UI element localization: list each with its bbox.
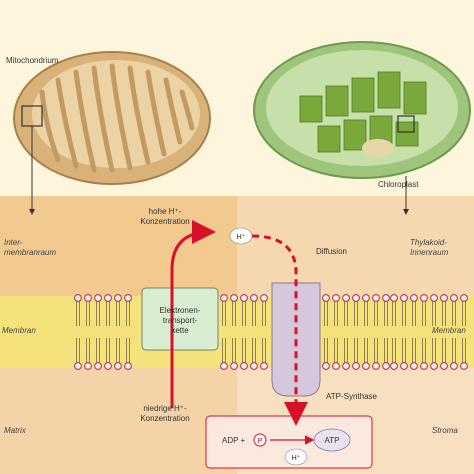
lipid-head xyxy=(390,362,398,370)
lipid-head xyxy=(104,294,112,302)
high-concentration-label-2: Konzentration xyxy=(140,217,190,226)
proton-diffusion-arrow xyxy=(251,234,308,426)
chloroplast-illustration xyxy=(253,41,471,179)
lipid-head xyxy=(460,294,468,302)
phosphate-label: P xyxy=(257,436,263,445)
lipid-head xyxy=(240,294,248,302)
lipid-head xyxy=(114,362,122,370)
matrix-label: Matrix xyxy=(4,426,26,435)
lipid-head xyxy=(230,362,238,370)
lipid-head xyxy=(420,362,428,370)
lipid-head xyxy=(382,294,390,302)
lipid-head xyxy=(260,362,268,370)
lipid-head xyxy=(74,362,82,370)
intermembrane-label-2: membranraum xyxy=(4,248,57,257)
lipid-head xyxy=(460,362,468,370)
lipid-head xyxy=(94,362,102,370)
chloroplast-label: Chloroplast xyxy=(378,180,419,189)
diffusion-label: Diffusion xyxy=(316,247,347,256)
lipid-head xyxy=(450,294,458,302)
proton-pump-arrow xyxy=(170,220,216,408)
adp-label: ADP + xyxy=(222,436,246,445)
lipid-head xyxy=(372,294,380,302)
mitochondrion-illustration xyxy=(13,51,211,185)
proton-bottom-bubble xyxy=(284,448,308,466)
high-concentration-label-1: hohe H⁺- xyxy=(148,207,182,216)
etc-label-1: Elektronen- xyxy=(159,306,201,315)
etc-label-3: kette xyxy=(171,326,189,335)
lipid-head xyxy=(430,362,438,370)
low-concentration-label-1: niedrige H⁺- xyxy=(143,404,187,413)
lipid-head xyxy=(400,362,408,370)
lipid-head xyxy=(362,362,370,370)
lipid-head xyxy=(390,294,398,302)
lipid-head xyxy=(240,362,248,370)
lipid-head xyxy=(220,294,228,302)
mitochondrium-label: Mitochondrium xyxy=(6,56,59,65)
lipid-head xyxy=(74,294,82,302)
lipid-head xyxy=(94,294,102,302)
etc-label-2: transport- xyxy=(162,316,198,325)
atp-label: ATP xyxy=(324,436,340,445)
membrane-band xyxy=(0,296,474,368)
lipid-head xyxy=(250,294,258,302)
lipid-head xyxy=(352,362,360,370)
phosphate-circle xyxy=(253,433,267,447)
left-membrane-label: Membran xyxy=(2,326,36,335)
lipid-head xyxy=(342,294,350,302)
electron-transport-chain-box xyxy=(141,287,219,351)
proton-top-label: H⁺ xyxy=(236,232,246,241)
right-membrane-label: Membran xyxy=(432,326,466,335)
lipid-head xyxy=(440,362,448,370)
lipid-head xyxy=(114,294,122,302)
thylakoid-label-1: Thylakoid- xyxy=(410,238,447,247)
lipid-head xyxy=(420,294,428,302)
thylakoid-label-2: Innenraum xyxy=(410,248,449,257)
low-concentration-label-2: Konzentration xyxy=(140,414,190,423)
intermembrane-label-1: Inter- xyxy=(4,238,23,247)
lipid-head xyxy=(342,362,350,370)
lipid-head xyxy=(84,362,92,370)
lipid-head xyxy=(430,294,438,302)
proton-bottom-label: H⁺ xyxy=(291,453,301,462)
phospholipid-bilayer xyxy=(74,294,468,370)
lipid-head xyxy=(322,362,330,370)
lipid-head xyxy=(220,362,228,370)
lipid-head xyxy=(332,294,340,302)
lipid-head xyxy=(332,362,340,370)
lipid-head xyxy=(362,294,370,302)
lipid-head xyxy=(450,362,458,370)
lipid-head xyxy=(410,294,418,302)
lipid-head xyxy=(260,294,268,302)
lipid-head xyxy=(322,294,330,302)
lipid-head xyxy=(400,294,408,302)
lipid-head xyxy=(250,362,258,370)
lipid-head xyxy=(352,294,360,302)
lipid-head xyxy=(372,362,380,370)
atp-synthase-label: ATP-Synthase xyxy=(326,392,377,401)
lipid-head xyxy=(104,362,112,370)
lipid-head xyxy=(84,294,92,302)
lipid-head xyxy=(124,294,132,302)
stroma-label: Stroma xyxy=(432,426,458,435)
thylakoid-band xyxy=(237,196,474,296)
lipid-head xyxy=(410,362,418,370)
lipid-head xyxy=(382,362,390,370)
lipid-head xyxy=(124,362,132,370)
proton-top-bubble xyxy=(229,227,253,245)
lipid-head xyxy=(440,294,448,302)
lipid-head xyxy=(230,294,238,302)
